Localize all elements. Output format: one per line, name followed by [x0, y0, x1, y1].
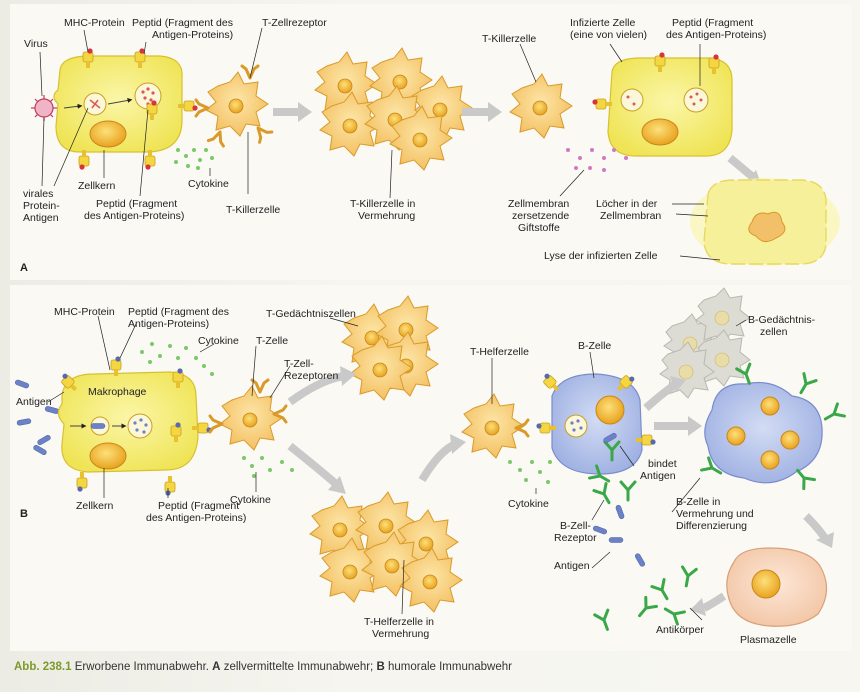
antibodies-free	[593, 565, 698, 634]
label-tkiller-vm-2: Vermehrung	[358, 210, 416, 222]
label-antigen-right: Antigen	[554, 560, 590, 572]
infected-cell-a-right	[591, 51, 733, 157]
label-bgedaechtnis-2: zellen	[760, 326, 788, 338]
label-loecher-1: Löcher in der	[596, 198, 658, 210]
t-killer-cluster	[314, 47, 473, 171]
label-bgedaechtnis-1: B-Gedächtnis-	[748, 314, 816, 326]
pointer-lines-b	[47, 315, 747, 621]
caption-b-letter: B	[376, 661, 385, 673]
label-gift-1: Zellmembran	[508, 198, 570, 210]
label-mhc-b: MHC-Protein	[54, 306, 115, 318]
label-bvm-2: Vermehrung und	[676, 508, 754, 520]
panel-a-letter: A	[20, 262, 28, 274]
lysed-cell	[690, 178, 840, 266]
plasma-cell	[726, 547, 828, 627]
label-tkiller-a: T-Killerzelle	[226, 204, 281, 216]
label-zellkern-b: Zellkern	[76, 500, 114, 512]
label-peptide-top-a-2: Antigen-Proteins)	[152, 29, 234, 41]
caption-b-text: humorale Immunabwehr	[387, 661, 512, 673]
label-antikoerper: Antikörper	[656, 624, 704, 636]
label-lyse: Lyse der infizierten Zelle	[544, 250, 658, 262]
antigen-pills-right	[592, 504, 646, 568]
label-tkiller-a2: T-Killerzelle	[482, 33, 537, 45]
label-thelfer: T-Helferzelle	[470, 346, 529, 358]
cytokine-dots-b-top	[140, 342, 214, 376]
label-cytokine-b-top: Cytokine	[198, 335, 239, 347]
macrophage	[57, 355, 213, 497]
label-peptide-bot-b-2: des Antigen-Proteins)	[146, 512, 247, 524]
label-cytokine-b-right: Cytokine	[508, 498, 549, 510]
label-peptide-top-b-2: Antigen-Proteins)	[128, 318, 210, 330]
label-peptide-top-a-1: Peptid (Fragment des	[132, 17, 233, 29]
caption-title: Erworbene Immunabwehr.	[74, 661, 209, 673]
pointer-lines-a	[39, 27, 721, 261]
label-virus: Virus	[24, 38, 48, 50]
label-peptide-bot-a-2: des Antigen-Proteins)	[84, 210, 185, 222]
label-thelfer-vm-2: Vermehrung	[372, 628, 430, 640]
cytokine-dots-b-mid	[242, 456, 294, 478]
label-infiziert-1: Infizierte Zelle	[570, 17, 636, 29]
t-helper-cell	[461, 393, 530, 459]
cytokine-dots-b-right	[508, 460, 552, 484]
cytokine-dots-a	[174, 148, 214, 170]
t-memory-cells	[341, 295, 439, 401]
toxin-dots	[566, 148, 628, 172]
antigen-pills-left	[14, 379, 60, 456]
label-bvm-1: B-Zelle in	[676, 496, 721, 508]
label-tzellrez-1: T-Zell-	[284, 358, 314, 370]
virus-icon	[31, 95, 57, 121]
label-mhc-a: MHC-Protein	[64, 17, 125, 29]
figure-caption: Abb. 238.1 Erworbene Immunabwehr. A zell…	[14, 661, 512, 673]
b-cell-cluster	[700, 362, 846, 491]
label-peptide-top-b-1: Peptid (Fragment des	[128, 306, 229, 318]
label-bzelle: B-Zelle	[578, 340, 612, 352]
label-bindet-1: bindet	[648, 458, 677, 470]
caption-a-letter: A	[212, 661, 221, 673]
caption-number: Abb. 238.1	[14, 661, 72, 673]
label-bindet-2: Antigen	[640, 470, 676, 482]
label-thelfer-vm-1: T-Helferzelle in	[364, 616, 435, 628]
label-tzelle: T-Zelle	[256, 335, 289, 347]
label-gift-3: Giftstoffe	[518, 222, 560, 234]
label-tcr: T-Zellrezeptor	[262, 17, 327, 29]
label-viral-3: Antigen	[23, 212, 59, 224]
t-killer-cell-a	[194, 64, 274, 148]
label-bvm-3: Differenzierung	[676, 520, 748, 532]
label-cytokine-a: Cytokine	[188, 178, 229, 190]
label-viral-1: virales	[23, 188, 54, 200]
label-tzellrez-2: Rezeptoren	[284, 370, 339, 382]
label-plasmazelle: Plasmazelle	[740, 634, 797, 646]
label-peptide-r-1: Peptid (Fragment	[672, 17, 754, 29]
label-tkiller-vm-1: T-Killerzelle in	[350, 198, 416, 210]
label-cytokine-b-mid: Cytokine	[230, 494, 271, 506]
label-loecher-2: Zellmembran	[600, 210, 662, 222]
label-zellkern-a: Zellkern	[78, 180, 116, 192]
label-makrophage: Makrophage	[88, 386, 147, 398]
label-viral-2: Protein-	[23, 200, 60, 212]
caption-a-text: zellvermittelte Immunabwehr;	[223, 661, 374, 673]
label-infiziert-2: (eine von vielen)	[570, 29, 648, 41]
label-peptide-bot-b-1: Peptid (Fragment	[158, 500, 240, 512]
t-killer-cell-a2	[509, 73, 573, 139]
label-peptide-r-2: des Antigen-Proteins)	[666, 29, 767, 41]
label-bzellrez-2: Rezeptor	[554, 532, 597, 544]
label-antigen-left: Antigen	[16, 396, 52, 408]
label-peptide-bot-a-1: Peptid (Fragment	[96, 198, 178, 210]
label-tgedaechtnis: T-Gedächtniszellen	[266, 308, 356, 320]
b-cell	[535, 371, 657, 475]
t-helper-cluster	[309, 491, 463, 613]
label-bzellrez-1: B-Zell-	[560, 520, 591, 532]
panel-b-letter: B	[20, 508, 28, 520]
infected-cell-a-left	[53, 47, 199, 171]
label-gift-2: zersetzende	[512, 210, 570, 222]
